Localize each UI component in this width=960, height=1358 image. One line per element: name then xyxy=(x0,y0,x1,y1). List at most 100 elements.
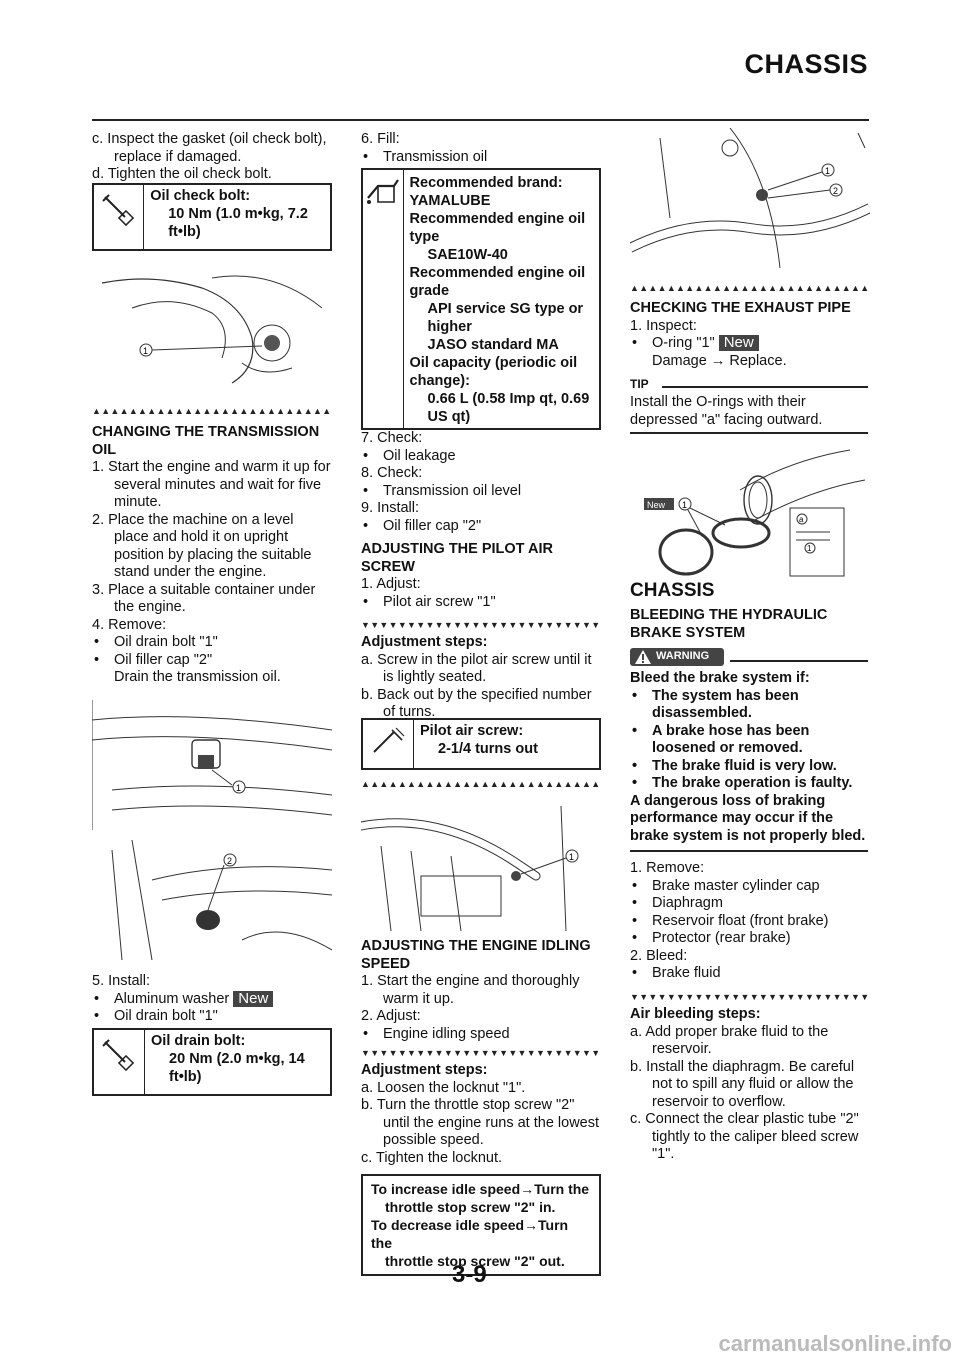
exhaust-title: CHECKING THE EXHAUST PIPE xyxy=(630,300,851,316)
install-item: Oil drain bolt "1" xyxy=(92,1008,332,1026)
step-3: 3. Place a suitable container under the … xyxy=(92,581,316,616)
warning-badge: WARNING xyxy=(630,648,724,666)
remove-item: Diaphragm xyxy=(630,895,868,913)
triangle-divider: ▼▼▼▼▼▼▼▼▼▼▼▼▼▼▼▼▼▼▼▼▼▼▼▼▼▼▼▼▼▼▼▼▼▼▼▼▼▼▼▼ xyxy=(361,1048,601,1058)
warning-line: A dangerous loss of braking performance … xyxy=(630,792,866,844)
remove-item: Brake master cylinder cap xyxy=(630,878,868,896)
check-step: 8. Check: xyxy=(361,465,423,481)
tip-rule xyxy=(662,386,868,388)
oil-drain-bolt-spec: Oil drain bolt: 20 Nm (2.0 m•kg, 14 ft•l… xyxy=(92,1028,332,1096)
column-1: c. Inspect the gasket (oil check bolt), … xyxy=(92,131,332,184)
install-item: Aluminum washer xyxy=(114,990,230,1007)
exhaust-figure: 1 2 xyxy=(630,128,870,270)
fig2-callout: 1 xyxy=(236,783,241,793)
warning-icon xyxy=(635,650,651,664)
torque-wrench-icon xyxy=(94,1030,146,1094)
warning-text: Bleed the brake system if: The system ha… xyxy=(630,670,868,845)
oil-check-bolt-figure: 1 xyxy=(92,268,332,388)
install-section: 5. Install: Aluminum washer New Oil drai… xyxy=(92,973,332,1026)
fig6-label-a: a xyxy=(799,515,804,524)
warning-line: The system has been disassembled. xyxy=(630,688,868,723)
intro-step-c: c. Inspect the gasket (oil check bolt), … xyxy=(92,131,327,165)
tip-label: TIP xyxy=(630,377,649,391)
oil-check-bolt-value: 10 Nm (1.0 m•kg, 7.2 ft•lb) xyxy=(168,206,308,240)
bleed-section: 1. Remove: Brake master cylinder cap Dia… xyxy=(630,860,868,983)
oil-drain-bolt-label: Oil drain bolt: xyxy=(151,1033,246,1049)
check-item: Transmission oil level xyxy=(361,483,601,501)
step-1: 1. Start the engine and warm it up for s… xyxy=(92,459,331,510)
inspect-note: Damage → Replace. xyxy=(652,352,787,369)
warning-line: Bleed the brake system if: xyxy=(630,670,810,686)
install-step: 5. Install: xyxy=(92,973,151,989)
pilot-adjustment-steps: Adjustment steps: a. Screw in the pilot … xyxy=(361,634,601,722)
idle-item: Engine idling speed xyxy=(361,1026,601,1044)
fig1-callout: 1 xyxy=(143,346,148,356)
idle-step: 2. Adjust: xyxy=(361,1008,421,1024)
idle-adj-title: Adjustment steps: xyxy=(361,1062,488,1078)
chassis-section-title: CHASSIS xyxy=(630,580,715,601)
triangle-divider: ▼▼▼▼▼▼▼▼▼▼▼▼▼▼▼▼▼▼▼▼▼▼▼▼▼▼▼▼▼▼▼▼▼▼▼▼▼▼▼▼ xyxy=(361,620,601,630)
oil-drain-bolt-figure: 1 xyxy=(92,700,332,830)
fig3-callout: 2 xyxy=(227,856,232,866)
rec-line: Recommended brand: xyxy=(409,175,563,191)
step-2: 2. Place the machine on a level place an… xyxy=(92,511,312,581)
transmission-oil-section: CHANGING THE TRANSMISSION OIL 1. Start t… xyxy=(92,424,332,687)
triangle-divider: ▲▲▲▲▲▲▲▲▲▲▲▲▲▲▲▲▲▲▲▲▲▲▲▲▲▲▲▲▲▲▲▲▲▲▲▲▲▲▲▲ xyxy=(92,406,332,416)
fig6-callout: 1 xyxy=(807,544,812,553)
fill-section: 6. Fill: Transmission oil xyxy=(361,131,601,166)
adjust-step: 1. Adjust: xyxy=(361,576,421,592)
adj-steps-title: Adjustment steps: xyxy=(361,634,488,650)
triangle-divider: ▲▲▲▲▲▲▲▲▲▲▲▲▲▲▲▲▲▲▲▲▲▲▲▲▲▲▲▲▲▲▲▲▲▲▲▲▲▲▲▲ xyxy=(630,283,870,293)
intro-step-d: d. Tighten the oil check bolt. xyxy=(92,166,272,182)
header-rule xyxy=(92,119,869,121)
screwdriver-icon xyxy=(363,720,414,768)
remove-item: Oil filler cap "2" xyxy=(92,652,332,670)
note-line: throttle stop screw "2" in. xyxy=(385,1199,556,1215)
rec-line: YAMALUBE xyxy=(409,193,491,209)
rec-line: Oil capacity (periodic oil change): xyxy=(409,355,578,389)
remove-item: Reservoir float (front brake) xyxy=(630,913,868,931)
warning-label: WARNING xyxy=(656,650,710,663)
remove-item: Protector (rear brake) xyxy=(630,930,868,948)
note-line: To decrease idle speed→Turn the xyxy=(371,1217,569,1251)
note-line: To increase idle speed→Turn the xyxy=(371,1181,590,1197)
idle-adj-step: b. Turn the throttle stop screw "2" unti… xyxy=(361,1097,600,1148)
pilot-spec-label: Pilot air screw: xyxy=(420,723,524,739)
rec-line: API service SG type or higher xyxy=(427,301,584,335)
check-item: Oil leakage xyxy=(361,448,601,466)
warning-line: A brake hose has been loosened or remove… xyxy=(630,723,868,758)
rec-line: JASO standard MA xyxy=(427,337,559,353)
air-step: c. Connect the clear plastic tube "2" ti… xyxy=(630,1111,859,1162)
idle-title: ADJUSTING THE ENGINE IDLING SPEED xyxy=(361,938,591,972)
fill-item: Transmission oil xyxy=(361,149,601,167)
air-step: b. Install the diaphragm. Be careful not… xyxy=(630,1058,855,1110)
check-install-section: 7. Check: Oil leakage 8. Check: Transmis… xyxy=(361,430,601,611)
idle-speed-note: To increase idle speed→Turn the throttle… xyxy=(361,1174,601,1276)
bleed-step: 2. Bleed: xyxy=(630,947,688,964)
warning-line: The brake operation is faulty. xyxy=(630,775,868,793)
oil-check-bolt-label: Oil check bolt: xyxy=(150,188,251,204)
warning-line: The brake fluid is very low. xyxy=(630,758,868,776)
install-item: Oil filler cap "2" xyxy=(361,518,601,536)
idle-adj-step: c. Tighten the locknut. xyxy=(361,1149,503,1166)
new-badge: New xyxy=(233,990,274,1007)
triangle-divider: ▲▲▲▲▲▲▲▲▲▲▲▲▲▲▲▲▲▲▲▲▲▲▲▲▲▲▲▲▲▲▲▲▲▲▲▲▲▲▲▲ xyxy=(361,779,601,789)
air-step: a. Add proper brake fluid to the reservo… xyxy=(630,1023,829,1058)
tip-text: Install the O-rings with their depressed… xyxy=(630,394,823,428)
exhaust-section: CHECKING THE EXHAUST PIPE 1. Inspect: O-… xyxy=(630,300,870,370)
pilot-air-screw-spec: Pilot air screw: 2-1/4 turns out xyxy=(361,718,601,770)
rec-line: 0.66 L (0.58 Imp qt, 0.69 US qt) xyxy=(427,391,590,425)
remove-step: 1. Remove: xyxy=(630,860,705,876)
rec-line: Recommended engine oil type xyxy=(409,211,586,245)
idle-step: 1. Start the engine and thoroughly warm … xyxy=(361,973,580,1007)
tip-rule xyxy=(630,432,868,434)
fig6-new-badge: New xyxy=(647,500,666,510)
oil-drain-bolt-value: 20 Nm (2.0 m•kg, 14 ft•lb) xyxy=(169,1051,305,1085)
step-4: 4. Remove: xyxy=(92,616,167,633)
triangle-divider: ▼▼▼▼▼▼▼▼▼▼▼▼▼▼▼▼▼▼▼▼▼▼▼▼▼▼▼▼▼▼▼▼▼▼▼▼▼▼▼▼ xyxy=(630,992,870,1002)
oil-check-bolt-spec: Oil check bolt: 10 Nm (1.0 m•kg, 7.2 ft•… xyxy=(92,183,332,251)
adjust-item: Pilot air screw "1" xyxy=(361,594,601,612)
fig6-callout: 1 xyxy=(682,500,687,510)
recommended-oil-spec: Recommended brand: YAMALUBE Recommended … xyxy=(361,168,601,430)
pilot-title: ADJUSTING THE PILOT AIR SCREW xyxy=(361,541,553,575)
